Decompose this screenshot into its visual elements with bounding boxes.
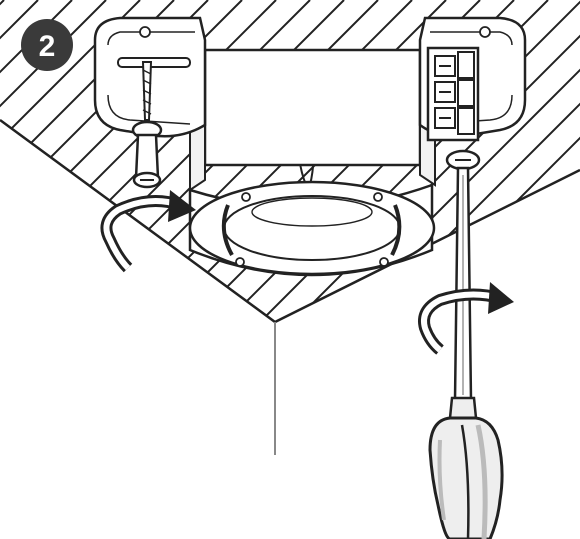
rotate-clockwise-arrow-icon	[418, 282, 514, 355]
screw-with-anchor-icon	[131, 61, 163, 189]
mounting-box	[188, 47, 436, 277]
hatch-line	[0, 0, 141, 322]
hatch-line	[249, 0, 580, 322]
numbered-circle-icon	[21, 19, 73, 71]
hatch-line	[283, 0, 580, 322]
rotate-clockwise-arrow-icon	[100, 190, 196, 273]
hatch-line	[0, 0, 5, 322]
hatch-line	[0, 0, 73, 322]
step-badge: 2	[21, 19, 73, 71]
hatch-line	[555, 0, 580, 322]
step-number: 2	[39, 30, 56, 63]
terminal-block-icon	[426, 46, 480, 142]
screwdriver-icon	[428, 149, 504, 539]
hatch-line	[521, 0, 580, 322]
